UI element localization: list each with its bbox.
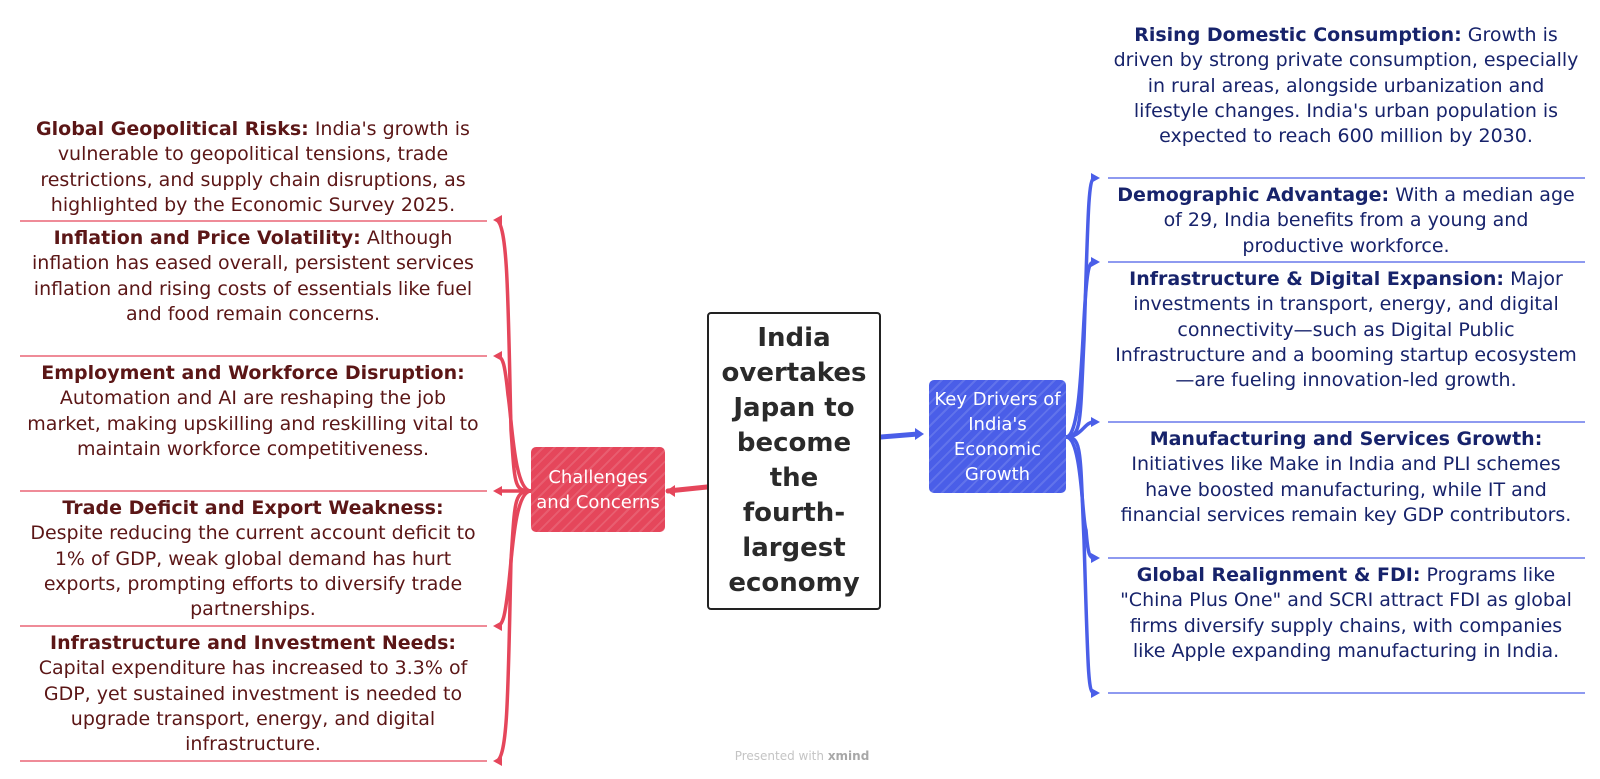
driver-item-text: Initiatives like Make in India and PLI s… <box>1120 453 1572 526</box>
branch-key-drivers[interactable]: Key Drivers of India's Economic Growth <box>929 380 1066 493</box>
driver-item-manufacturing-services[interactable]: Manufacturing and Services Growth: Initi… <box>1108 427 1584 528</box>
branch-challenges-label: Challenges and Concerns <box>536 466 660 513</box>
challenge-item-infrastructure-investment[interactable]: Infrastructure and Investment Needs: Cap… <box>22 631 484 757</box>
presented-with-footer: Presented with xmind <box>732 749 872 763</box>
footer-brand: xmind <box>827 749 870 763</box>
driver-item-domestic-consumption[interactable]: Rising Domestic Consumption: Growth is d… <box>1108 23 1584 149</box>
challenge-item-text: Although inflation has eased overall, pe… <box>32 227 474 325</box>
challenge-item-text: Automation and AI are reshaping the job … <box>27 387 479 460</box>
challenges-arrowheads <box>493 215 502 766</box>
driver-item-global-realignment-fdi[interactable]: Global Realignment & FDI: Programs like … <box>1108 563 1584 664</box>
challenge-item-title: Inflation and Price Volatility: <box>53 227 361 249</box>
driver-item-title: Manufacturing and Services Growth: <box>1149 428 1543 450</box>
challenge-item-title: Infrastructure and Investment Needs: <box>50 632 456 654</box>
central-topic-label: India overtakes Japan to become the four… <box>721 323 867 598</box>
driver-item-title: Infrastructure & Digital Expansion: <box>1129 268 1505 290</box>
challenge-item-inflation[interactable]: Inflation and Price Volatility: Although… <box>22 226 484 327</box>
challenge-item-title: Trade Deficit and Export Weakness: <box>62 497 444 519</box>
driver-item-text: Growth is driven by strong private consu… <box>1113 24 1579 148</box>
driver-item-title: Demographic Advantage: <box>1117 184 1390 206</box>
drivers-fan <box>1064 176 1096 695</box>
central-topic[interactable]: India overtakes Japan to become the four… <box>707 312 881 610</box>
challenge-item-title: Global Geopolitical Risks: <box>36 118 309 140</box>
challenge-item-employment[interactable]: Employment and Workforce Disruption: Aut… <box>22 361 484 462</box>
challenge-item-text: Capital expenditure has increased to 3.3… <box>38 657 468 756</box>
challenges-fan <box>495 218 533 763</box>
driver-item-title: Rising Domestic Consumption: <box>1134 24 1462 46</box>
challenge-item-geopolitical-risks[interactable]: Global Geopolitical Risks: India's growt… <box>22 117 484 218</box>
drivers-arrowheads <box>1091 173 1100 698</box>
driver-item-demographic-advantage[interactable]: Demographic Advantage: With a median age… <box>1108 183 1584 259</box>
driver-item-text: Major investments in transport, energy, … <box>1115 268 1577 392</box>
footer-prefix: Presented with <box>734 749 824 763</box>
branch-challenges[interactable]: Challenges and Concerns <box>531 447 665 532</box>
drivers-underlines <box>1108 177 1585 694</box>
arrowhead-challenges <box>666 485 675 497</box>
challenge-item-title: Employment and Workforce Disruption: <box>41 362 465 384</box>
driver-item-text: With a median age of 29, India benefits … <box>1163 184 1575 257</box>
branch-key-drivers-label: Key Drivers of India's Economic Growth <box>934 388 1061 485</box>
driver-item-title: Global Realignment & FDI: <box>1136 564 1421 586</box>
arrowhead-drivers <box>915 428 924 440</box>
connector-central-to-drivers <box>878 431 921 440</box>
challenge-item-text: Despite reducing the current account def… <box>30 522 476 621</box>
driver-item-text: Programs like "China Plus One" and SCRI … <box>1120 564 1572 662</box>
challenges-underlines <box>20 220 487 762</box>
driver-item-infrastructure-digital[interactable]: Infrastructure & Digital Expansion: Majo… <box>1108 267 1584 393</box>
challenge-item-trade-deficit[interactable]: Trade Deficit and Export Weakness: Despi… <box>22 496 484 622</box>
challenge-item-text: India's growth is vulnerable to geopolit… <box>40 118 470 216</box>
